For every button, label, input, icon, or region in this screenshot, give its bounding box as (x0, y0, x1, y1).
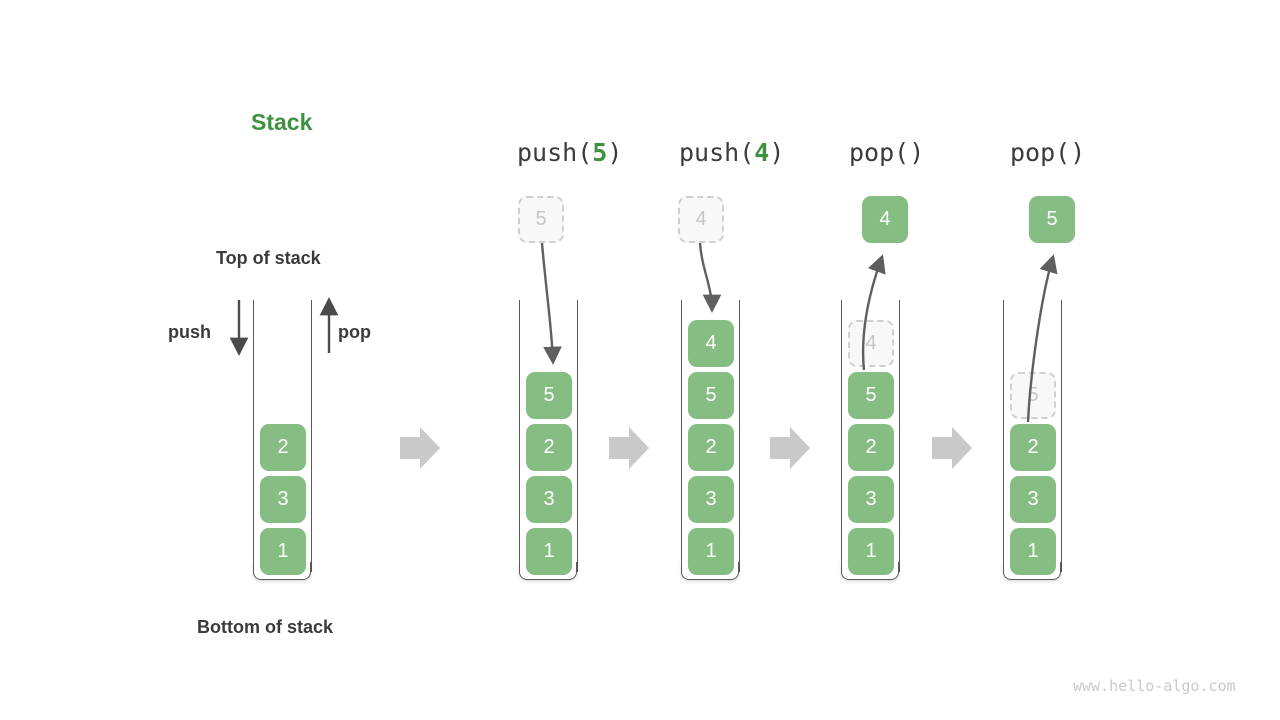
stack-wall-right (1061, 300, 1062, 572)
op-label-push-4: push(4) (679, 138, 784, 167)
op-prefix: push( (517, 138, 593, 167)
stack-container-pop-5: 5 2 3 1 (1003, 300, 1063, 580)
pop-label: pop (338, 322, 371, 342)
stack-cell: 3 (260, 476, 306, 523)
flow-arrow-1 (400, 427, 440, 469)
op-suffix: ) (1070, 138, 1086, 167)
stack-wall-right (899, 300, 900, 572)
op-label-push-5: push(5) (517, 138, 622, 167)
stack-cell: 2 (1010, 424, 1056, 471)
stack-cell: 1 (688, 528, 734, 575)
stack-wall-left (253, 300, 254, 572)
op-prefix: pop( (1010, 138, 1071, 167)
removed-slot: 5 (1010, 372, 1056, 419)
flow-arrow-3 (770, 427, 810, 469)
incoming-element-5: 5 (518, 196, 564, 243)
top-of-stack-label: Top of stack (216, 248, 321, 268)
stack-container-push-4: 4 5 2 3 1 (681, 300, 741, 580)
stack-cell: 5 (688, 372, 734, 419)
stack-container-initial: 2 3 1 (253, 300, 313, 580)
stack-wall-right (577, 300, 578, 572)
stack-container-push-5: 5 2 3 1 (519, 300, 579, 580)
stack-wall-left (1003, 300, 1004, 572)
stack-cell: 3 (1010, 476, 1056, 523)
stack-cell: 2 (260, 424, 306, 471)
op-prefix: push( (679, 138, 755, 167)
flow-arrow-2 (609, 427, 649, 469)
op-prefix: pop( (849, 138, 910, 167)
push-label: push (168, 322, 211, 342)
op-label-pop-1: pop() (849, 138, 924, 167)
removed-slot: 4 (848, 320, 894, 367)
stack-floor (253, 562, 311, 580)
op-suffix: ) (607, 138, 623, 167)
flow-arrow-4 (932, 427, 972, 469)
stack-wall-left (519, 300, 520, 572)
op-label-pop-2: pop() (1010, 138, 1085, 167)
stack-wall-left (681, 300, 682, 572)
op-suffix: ) (769, 138, 785, 167)
stack-wall-right (311, 300, 312, 572)
stack-wall-left (841, 300, 842, 572)
page-title: Stack (251, 109, 313, 135)
stack-cell: 1 (848, 528, 894, 575)
bottom-of-stack-label: Bottom of stack (197, 617, 334, 637)
stack-cell: 5 (848, 372, 894, 419)
stack-cell: 4 (688, 320, 734, 367)
stack-wall-right (739, 300, 740, 572)
stack-cell: 2 (688, 424, 734, 471)
stack-floor (681, 562, 739, 580)
stack-cell: 3 (848, 476, 894, 523)
incoming-element-4: 4 (678, 196, 724, 243)
stack-container-pop-4: 4 5 2 3 1 (841, 300, 901, 580)
op-suffix: ) (909, 138, 925, 167)
stack-cell: 5 (526, 372, 572, 419)
watermark: www.hello-algo.com (1073, 677, 1236, 695)
stack-cell: 1 (526, 528, 572, 575)
stack-cell: 1 (260, 528, 306, 575)
stack-floor (1003, 562, 1061, 580)
stack-floor (519, 562, 577, 580)
stack-cell: 2 (526, 424, 572, 471)
op-arg: 4 (754, 138, 770, 167)
popped-element-5: 5 (1029, 196, 1075, 243)
stack-floor (841, 562, 899, 580)
op-arg: 5 (592, 138, 608, 167)
stack-cell: 2 (848, 424, 894, 471)
stack-cell: 1 (1010, 528, 1056, 575)
stack-cell: 3 (526, 476, 572, 523)
stack-cell: 3 (688, 476, 734, 523)
popped-element-4: 4 (862, 196, 908, 243)
